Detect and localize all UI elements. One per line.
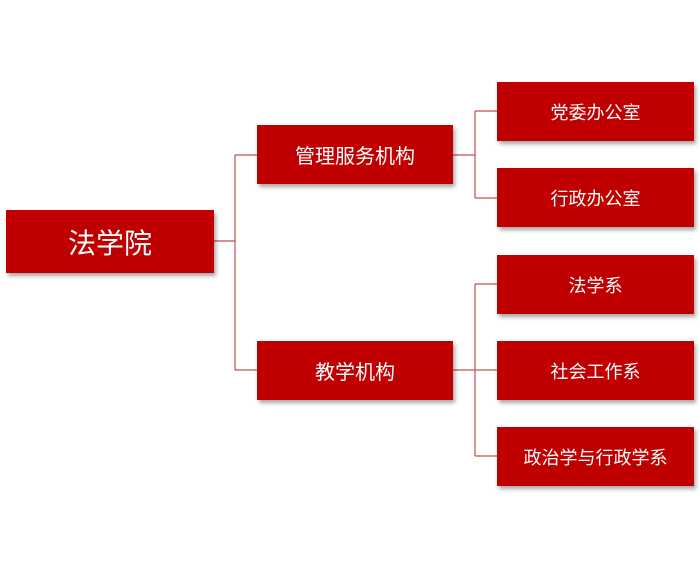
leaf-node-admin-office: 行政办公室 <box>497 168 694 227</box>
leaf-node-label: 法学系 <box>568 275 623 297</box>
leaf-node-label: 党委办公室 <box>550 102 641 124</box>
root-node-law-school: 法学院 <box>6 210 214 273</box>
leaf-node-label: 社会工作系 <box>550 361 641 383</box>
leaf-node-law-dept: 法学系 <box>497 255 694 314</box>
leaf-node-label: 行政办公室 <box>550 188 641 210</box>
branch-node-label: 管理服务机构 <box>295 144 415 168</box>
leaf-node-party-office: 党委办公室 <box>497 82 694 141</box>
branch-node-admin-services: 管理服务机构 <box>257 125 453 184</box>
branch-node-teaching: 教学机构 <box>257 341 453 400</box>
root-node-label: 法学院 <box>67 226 152 260</box>
leaf-node-label: 政治学与行政学系 <box>523 447 668 469</box>
leaf-node-politics-admin-dept: 政治学与行政学系 <box>497 427 694 486</box>
leaf-node-social-work-dept: 社会工作系 <box>497 341 694 400</box>
branch-node-label: 教学机构 <box>315 360 395 384</box>
